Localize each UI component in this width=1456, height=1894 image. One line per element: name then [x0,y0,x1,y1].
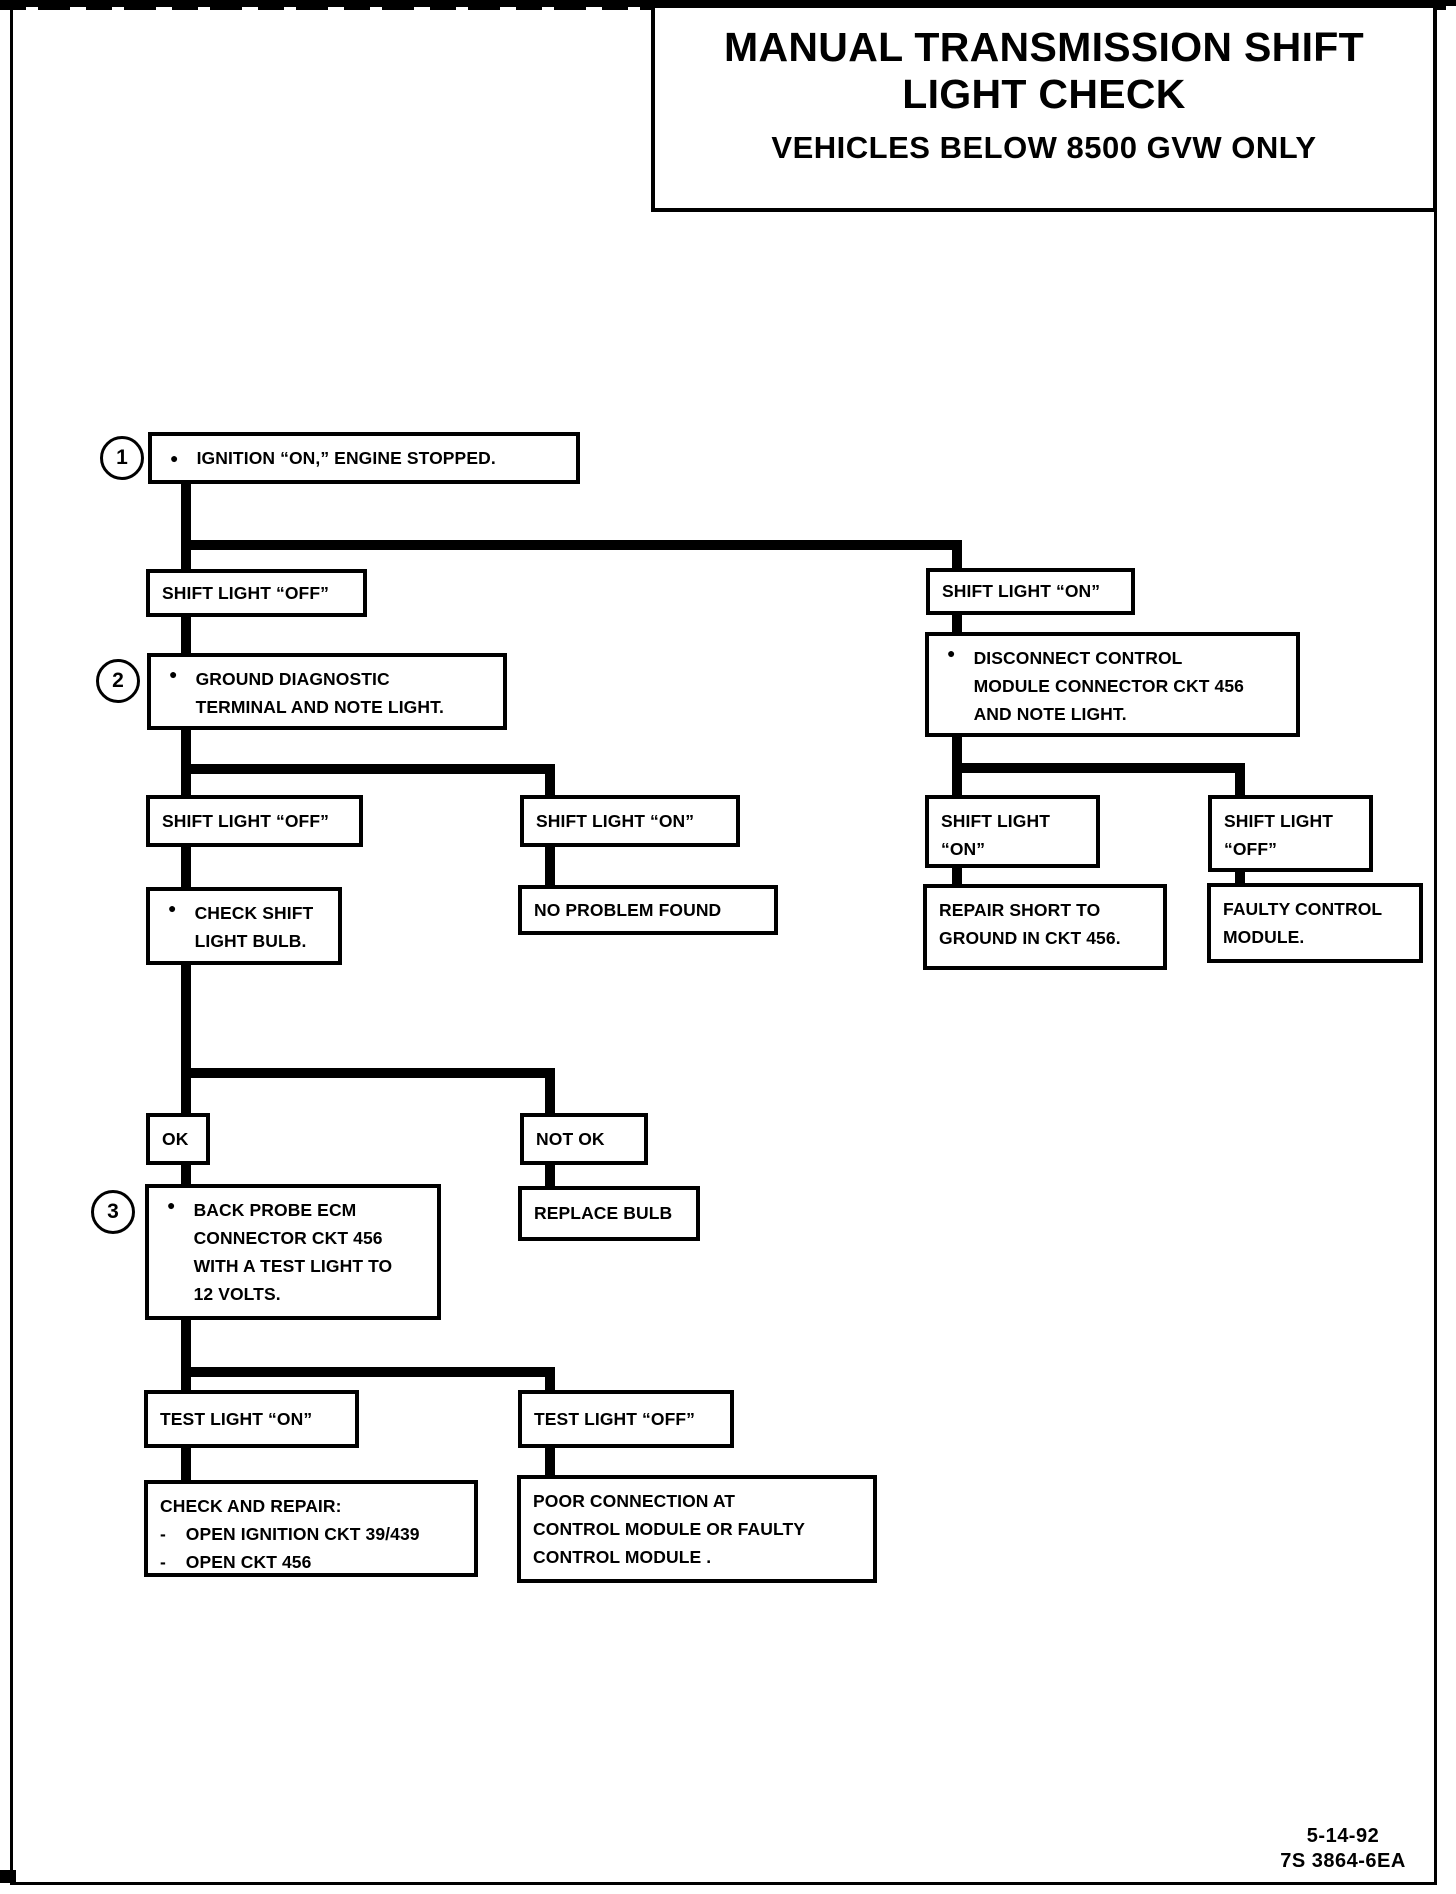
connector [545,1448,555,1475]
node-faulty-control-module: FAULTY CONTROL MODULE. [1207,883,1423,963]
step-number-3: 3 [91,1190,135,1234]
node-shift-light-off-2: SHIFT LIGHT “OFF” [146,795,363,847]
node-disconnect-control-module: ● DISCONNECT CONTROL MODULE CONNECTOR CK… [925,632,1300,737]
footer-doc-code: 7S 3864-6EA [1280,1850,1406,1872]
step-number-2: 2 [96,659,140,703]
node-test-light-off: TEST LIGHT “OFF” [518,1390,734,1448]
node-shift-light-on-2: SHIFT LIGHT “ON” [520,795,740,847]
node-shift-light-on-1: SHIFT LIGHT “ON” [926,568,1135,615]
connector [181,965,191,1078]
connector [181,1377,191,1390]
node-repair-short-to-ground: REPAIR SHORT TO GROUND IN CKT 456. [923,884,1167,970]
node-check-shift-light-bulb: ● CHECK SHIFT LIGHT BULB. [146,887,342,965]
connector [181,730,191,774]
bullet-icon: ● [167,1197,176,1213]
connector [1235,773,1245,795]
bullet-icon: ● [947,645,956,661]
scan-edge-top [0,0,1456,6]
connector [545,774,555,795]
node-poor-connection: POOR CONNECTION AT CONTROL MODULE OR FAU… [517,1475,877,1583]
footer: 5-14-92 7S 3864-6EA [1268,1824,1418,1874]
node-ground-diagnostic-terminal: ● GROUND DIAGNOSTIC TERMINAL AND NOTE LI… [147,653,507,730]
node-shift-light-off-3: SHIFT LIGHT “OFF” [1208,795,1373,872]
connector [181,1165,191,1184]
node-not-ok: NOT OK [520,1113,648,1165]
node-test-light-on: TEST LIGHT “ON” [144,1390,359,1448]
node-back-probe-ecm-connector: ● BACK PROBE ECM CONNECTOR CKT 456 WITH … [145,1184,441,1320]
connector [181,764,555,774]
node-check-and-repair: CHECK AND REPAIR: - OPEN IGNITION CKT 39… [144,1480,478,1577]
page-subtitle: VEHICLES BELOW 8500 GVW ONLY [771,130,1317,165]
connector [1235,872,1245,883]
connector [181,847,191,887]
node-no-problem-found: NO PROBLEM FOUND [518,885,778,935]
footer-date: 5-14-92 [1306,1825,1380,1847]
connector [952,868,962,884]
node-ok: OK [146,1113,210,1165]
connector [181,1078,191,1113]
connector [952,763,1245,773]
connector [181,774,191,795]
bullet-icon: ● [168,900,177,916]
connector [181,484,191,550]
connector [181,617,191,653]
page-title: MANUAL TRANSMISSION SHIFT LIGHT CHECK [724,24,1364,117]
bullet-icon: ● [169,666,178,682]
connector [181,1320,191,1377]
bullet-icon: ● [170,450,179,466]
node-ignition-on-engine-stopped: ● IGNITION “ON,” ENGINE STOPPED. [148,432,580,484]
connector [181,550,191,569]
connector [181,1448,191,1480]
connector [952,615,962,632]
connector [952,737,962,773]
page-title-box: MANUAL TRANSMISSION SHIFT LIGHT CHECK VE… [651,4,1437,212]
connector [952,550,962,568]
connector [181,1367,555,1377]
connector [545,1377,555,1390]
connector [181,1068,555,1078]
node-shift-light-off-1: SHIFT LIGHT “OFF” [146,569,367,617]
connector [952,773,962,795]
node-replace-bulb: REPLACE BULB [518,1186,700,1241]
step-number-1: 1 [100,436,144,480]
connector [545,847,555,885]
node-shift-light-on-3: SHIFT LIGHT “ON” [925,795,1100,868]
connector [181,540,962,550]
connector [545,1165,555,1186]
connector [545,1078,555,1113]
